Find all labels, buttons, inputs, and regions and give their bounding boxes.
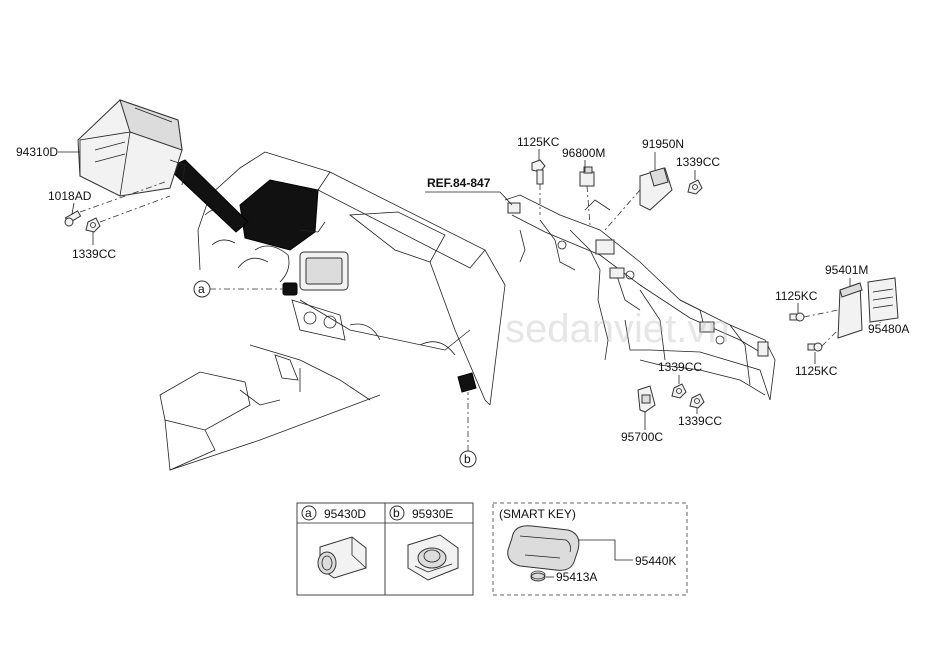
smart-key-title: (SMART KEY) bbox=[499, 507, 576, 521]
part-96800M bbox=[579, 166, 595, 187]
label-95440K: 95440K bbox=[635, 554, 676, 568]
label-95700C: 95700C bbox=[621, 430, 663, 444]
bolt-1125KC-mid bbox=[789, 312, 805, 322]
label-96800M: 96800M bbox=[562, 146, 605, 160]
label-1018AD: 1018AD bbox=[48, 189, 92, 203]
part-95401M bbox=[837, 282, 863, 339]
callout-a: a bbox=[193, 280, 283, 298]
dash-frame-illustration bbox=[504, 194, 776, 401]
label-ref-84-847: REF.84-847 bbox=[427, 176, 491, 190]
label-1125KC-mid: 1125KC bbox=[775, 289, 818, 303]
legend-box-smart-key: (SMART KEY) bbox=[492, 502, 688, 596]
bolt-1125KC-top bbox=[531, 159, 546, 185]
watermark: sedanviet.vn bbox=[505, 307, 730, 351]
callout-b-letter: b bbox=[464, 452, 471, 466]
label-94310D: 94310D bbox=[16, 145, 58, 159]
label-1125KC-top: 1125KC bbox=[517, 135, 560, 149]
legend-a-part: 95430D bbox=[324, 507, 366, 521]
bolt-1125KC-low bbox=[807, 342, 823, 352]
legend-b-letter: b bbox=[393, 506, 400, 520]
label-95401M: 95401M bbox=[825, 263, 868, 277]
bolt-1018AD bbox=[64, 210, 82, 227]
label-1339CC-bottom: 1339CC bbox=[678, 414, 722, 428]
label-1339CC-top: 1339CC bbox=[676, 155, 720, 169]
part-94310D-head-unit bbox=[77, 99, 186, 197]
legend-a-letter: a bbox=[305, 506, 312, 520]
part-95480A bbox=[867, 277, 899, 323]
label-95480A: 95480A bbox=[868, 322, 909, 336]
callout-a-letter: a bbox=[198, 282, 205, 296]
legend-box-b: b 95930E bbox=[384, 502, 474, 596]
callout-b: b bbox=[459, 392, 477, 468]
legend-box-a: a 95430D bbox=[296, 502, 386, 596]
dashboard-illustration bbox=[159, 151, 506, 471]
label-91950N: 91950N bbox=[642, 137, 684, 151]
part-91950N bbox=[639, 167, 673, 211]
label-95413A: 95413A bbox=[556, 570, 597, 584]
part-95700C bbox=[637, 385, 656, 413]
label-1339CC-mid: 1339CC bbox=[658, 360, 702, 374]
legend-b-part: 95930E bbox=[412, 507, 453, 521]
label-1339CC-left: 1339CC bbox=[72, 247, 116, 261]
label-1125KC-low: 1125KC bbox=[795, 364, 838, 378]
